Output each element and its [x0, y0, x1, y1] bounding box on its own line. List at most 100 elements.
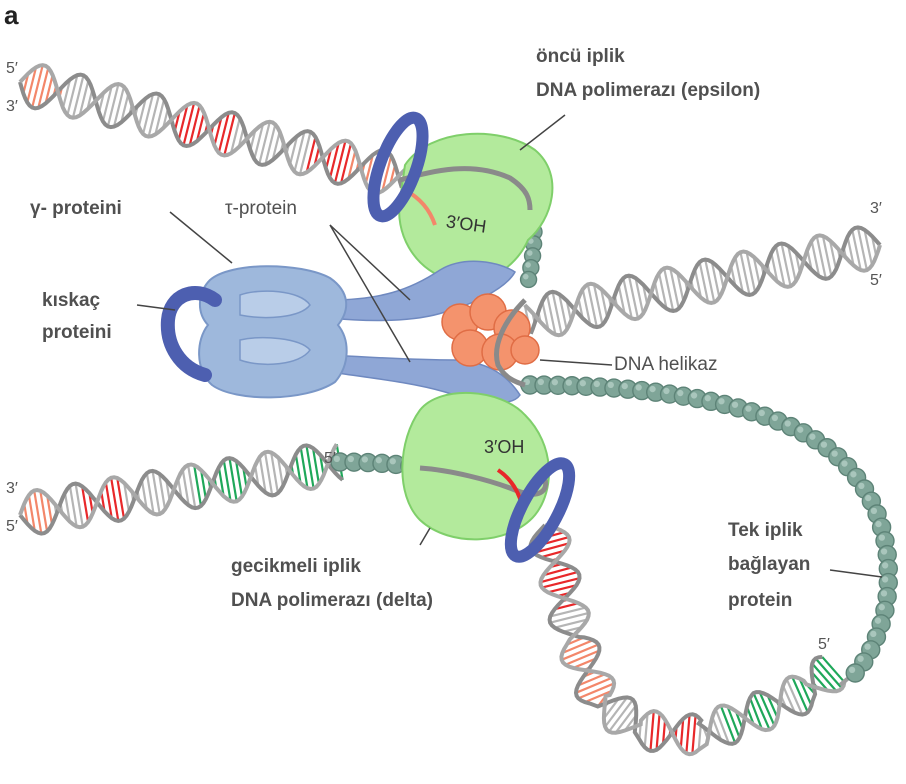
lagging-dna-loop-helix: [528, 523, 847, 757]
end-mark-lagging-5: 5′: [324, 450, 336, 467]
ssb-bead-highlight: [565, 379, 572, 386]
base-pair-rung: [234, 460, 244, 497]
base-pair-rung: [714, 708, 730, 744]
base-pair-rung: [222, 460, 232, 502]
ssb-bead-highlight: [878, 604, 885, 611]
base-pair-rung: [785, 678, 804, 716]
base-pair-rung: [328, 142, 340, 179]
base-pair-rung: [541, 577, 580, 589]
ssb-bead-highlight: [850, 471, 857, 478]
leader-lines: [136, 114, 883, 578]
base-pair-rung: [364, 154, 374, 184]
base-pair-rung: [151, 470, 161, 515]
base-pair-rung: [158, 473, 167, 510]
base-pair-rung: [270, 452, 279, 494]
base-pair-rung: [200, 470, 207, 500]
end-mark-bottom-left-5: 5′: [6, 518, 18, 535]
ssb-bead-highlight: [731, 401, 739, 408]
dna-helicase: [441, 293, 540, 371]
base-pair-rung: [263, 452, 274, 496]
base-pair-rung: [294, 454, 302, 484]
base-pair-rung: [679, 718, 685, 749]
ssb-bead-highlight: [718, 398, 725, 405]
base-pair-rung: [298, 131, 312, 175]
sugar-phosphate-backbone: [528, 225, 882, 335]
base-pair-rung: [685, 714, 691, 754]
ssb-bead-highlight: [537, 378, 544, 386]
ssb-bead-highlight: [881, 576, 889, 583]
base-pair-rung: [271, 131, 281, 161]
base-pair-rung: [711, 716, 723, 741]
sugar-phosphate-backbone: [18, 443, 344, 536]
ssb-bead-highlight: [389, 458, 396, 465]
ssb-bead-highlight: [745, 405, 752, 412]
base-pair-rung: [229, 117, 241, 154]
sugar-phosphate-backbone: [18, 72, 404, 189]
base-pair-rung: [814, 657, 843, 690]
base-pair-rung: [305, 136, 317, 173]
parental-dna-helix-top: [18, 63, 409, 196]
base-pair-rung: [195, 112, 206, 142]
base-pair-rung: [782, 685, 796, 714]
base-pair-rung: [293, 131, 306, 172]
base-pair-rung: [828, 240, 838, 270]
base-pair-rung: [253, 123, 265, 160]
ssb-bead-highlight: [857, 655, 864, 662]
ssb-bead: [845, 663, 865, 683]
base-pair-rung: [39, 490, 49, 532]
base-pair-rung: [643, 713, 649, 748]
lagging-polymerase-label-line1: gecikmeli iplik: [231, 556, 361, 577]
lagging-polymerase-delta: [401, 392, 550, 541]
ssb-bead-highlight: [704, 395, 711, 402]
base-pair-rung: [123, 482, 131, 512]
base-pair-rung: [661, 719, 667, 745]
base-pair-rung: [774, 245, 786, 287]
ssb-bead-highlight: [333, 455, 340, 462]
base-pair-rung: [811, 662, 838, 692]
sugar-phosphate-backbone: [18, 63, 409, 196]
end-mark-top-left-3: 3′: [6, 98, 18, 115]
ssb-bead-highlight: [870, 507, 878, 514]
base-pair-rung: [780, 243, 792, 287]
base-pair-rung: [311, 447, 321, 485]
base-pair-rung: [177, 104, 189, 141]
ssb-bead-highlight: [878, 534, 885, 541]
base-pair-rung: [549, 606, 587, 618]
base-pair-rung: [704, 259, 716, 303]
base-pair-rung: [554, 618, 588, 629]
clamp-protein-label-line1: kıskaç: [42, 290, 101, 311]
base-pair-rung: [61, 79, 72, 109]
base-pair-rung: [622, 277, 633, 319]
base-pair-rung: [106, 83, 120, 127]
ssb-bead-highlight: [526, 250, 533, 256]
ssb-bead-highlight: [848, 666, 856, 674]
base-pair-rung: [752, 256, 761, 286]
base-pair-rung: [676, 272, 685, 302]
base-pair-rung: [561, 639, 594, 655]
base-pair-rung: [543, 566, 573, 577]
base-pair-rung: [608, 699, 634, 733]
base-pair-rung: [27, 494, 36, 532]
base-pair-rung: [599, 288, 609, 318]
ssb-bead-highlight: [880, 548, 888, 555]
ssb-bead-highlight: [690, 392, 698, 399]
base-pair-rung: [663, 268, 675, 312]
ssb-bead-highlight: [865, 494, 872, 502]
ssb-bead-highlight: [663, 387, 670, 395]
base-pair-rung: [540, 549, 566, 559]
base-pair-rung: [541, 301, 550, 331]
leading-polymerase-label-line1: öncü iplik: [536, 46, 625, 67]
open-clamp-ring: [160, 285, 222, 382]
base-pair-rung: [188, 105, 201, 146]
gamma-complex: [198, 265, 348, 399]
base-pair-rung: [545, 294, 557, 335]
ssb-bead-highlight: [858, 482, 865, 490]
ssb-bead-highlight: [621, 382, 628, 390]
base-pair-rung: [691, 715, 697, 754]
base-pair-rung: [140, 479, 148, 509]
ssb-bead-highlight: [874, 617, 882, 624]
base-pair-rung: [547, 584, 577, 594]
ssb-label-line2: bağlayan: [728, 554, 811, 575]
lagging-polymerase-label-line2: DNA polimerazı (delta): [231, 590, 433, 611]
base-pair-rung: [752, 692, 771, 731]
